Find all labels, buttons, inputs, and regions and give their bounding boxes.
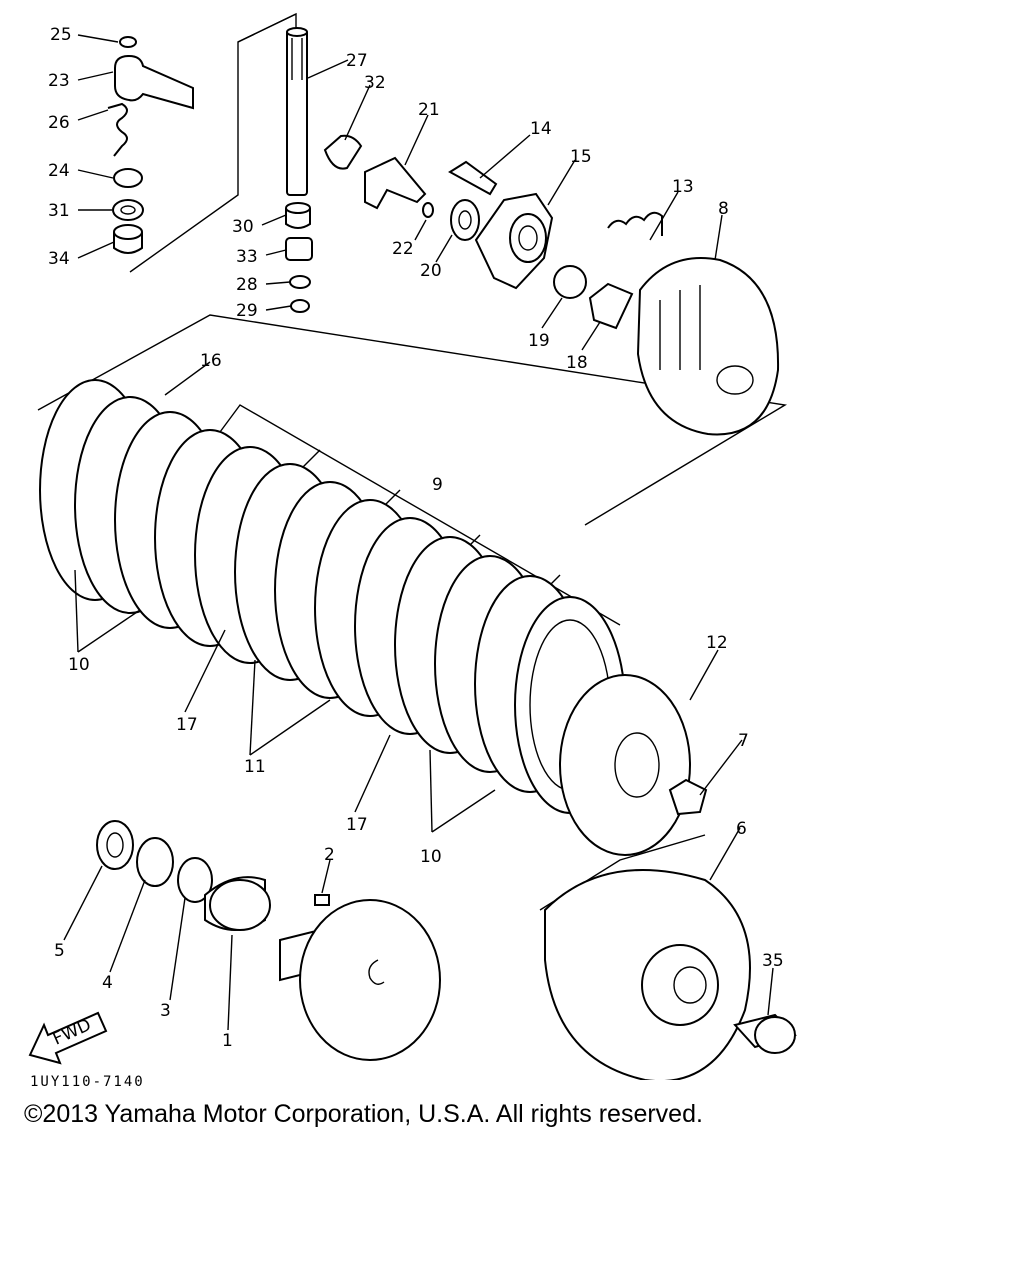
part-label: 30: [232, 217, 254, 237]
part-label: 27: [346, 51, 368, 71]
part-label: 6: [736, 819, 747, 839]
copyright-notice: ©2013 Yamaha Motor Corporation, U.S.A. A…: [24, 1100, 703, 1128]
part-label: 28: [236, 275, 258, 295]
part-label: 20: [420, 261, 442, 281]
leader-lines: [63, 34, 774, 1031]
pressure-plate-assembly: [448, 160, 663, 330]
part-label: 3: [160, 1001, 171, 1021]
part-label: 18: [566, 353, 588, 373]
part-label: 11: [244, 757, 266, 777]
adjuster-parts: [364, 156, 480, 241]
part-label: 10: [420, 847, 442, 867]
part-label: 26: [48, 113, 70, 133]
release-lever-parts: [107, 36, 194, 254]
drawing-code: 1UY110-7140: [30, 1074, 145, 1090]
part-label: 22: [392, 239, 414, 259]
clutch-plate-stack: [39, 379, 626, 814]
part-label: 23: [48, 71, 70, 91]
part-label: 9: [432, 475, 443, 495]
part-label: 33: [236, 247, 258, 267]
collar-35: [733, 1013, 797, 1054]
part-label: 7: [738, 731, 749, 751]
part-label: 19: [528, 331, 550, 351]
part-label: 31: [48, 201, 70, 221]
part-label: 24: [48, 161, 70, 181]
part-label: 4: [102, 973, 113, 993]
part-label: 12: [706, 633, 728, 653]
part-label: 10: [68, 655, 90, 675]
part-label: 13: [672, 177, 694, 197]
part-label: 2: [324, 845, 335, 865]
part-label: 25: [50, 25, 72, 45]
part-label: 16: [200, 351, 222, 371]
part-label: 35: [762, 951, 784, 971]
part-label: 21: [418, 100, 440, 120]
primary-plate-12: [559, 674, 708, 856]
lower-left-parts: [96, 820, 330, 982]
part-label: 8: [718, 199, 729, 219]
push-rod-shaft: [286, 27, 308, 196]
part-label: 34: [48, 249, 70, 269]
part-labels: 25 23 26 24 31 34 27 32 30 33 28 29 21 2…: [48, 25, 784, 1051]
part-label: 5: [54, 941, 65, 961]
forward-arrow-icon: FWD: [28, 1011, 108, 1065]
part-label: 14: [530, 119, 552, 139]
part-label: 29: [236, 301, 258, 321]
part-label: 32: [364, 73, 386, 93]
shaft-small-parts: [285, 134, 363, 313]
part-label: 17: [176, 715, 198, 735]
part-label: 17: [346, 815, 368, 835]
clutch-boss-8: [636, 257, 780, 436]
part-label: 15: [570, 147, 592, 167]
clutch-housing-6: [544, 869, 751, 1080]
part-label: 1: [222, 1031, 233, 1051]
exploded-parts-diagram: FWD: [28, 12, 797, 1080]
primary-driven-gear: [299, 899, 441, 1061]
